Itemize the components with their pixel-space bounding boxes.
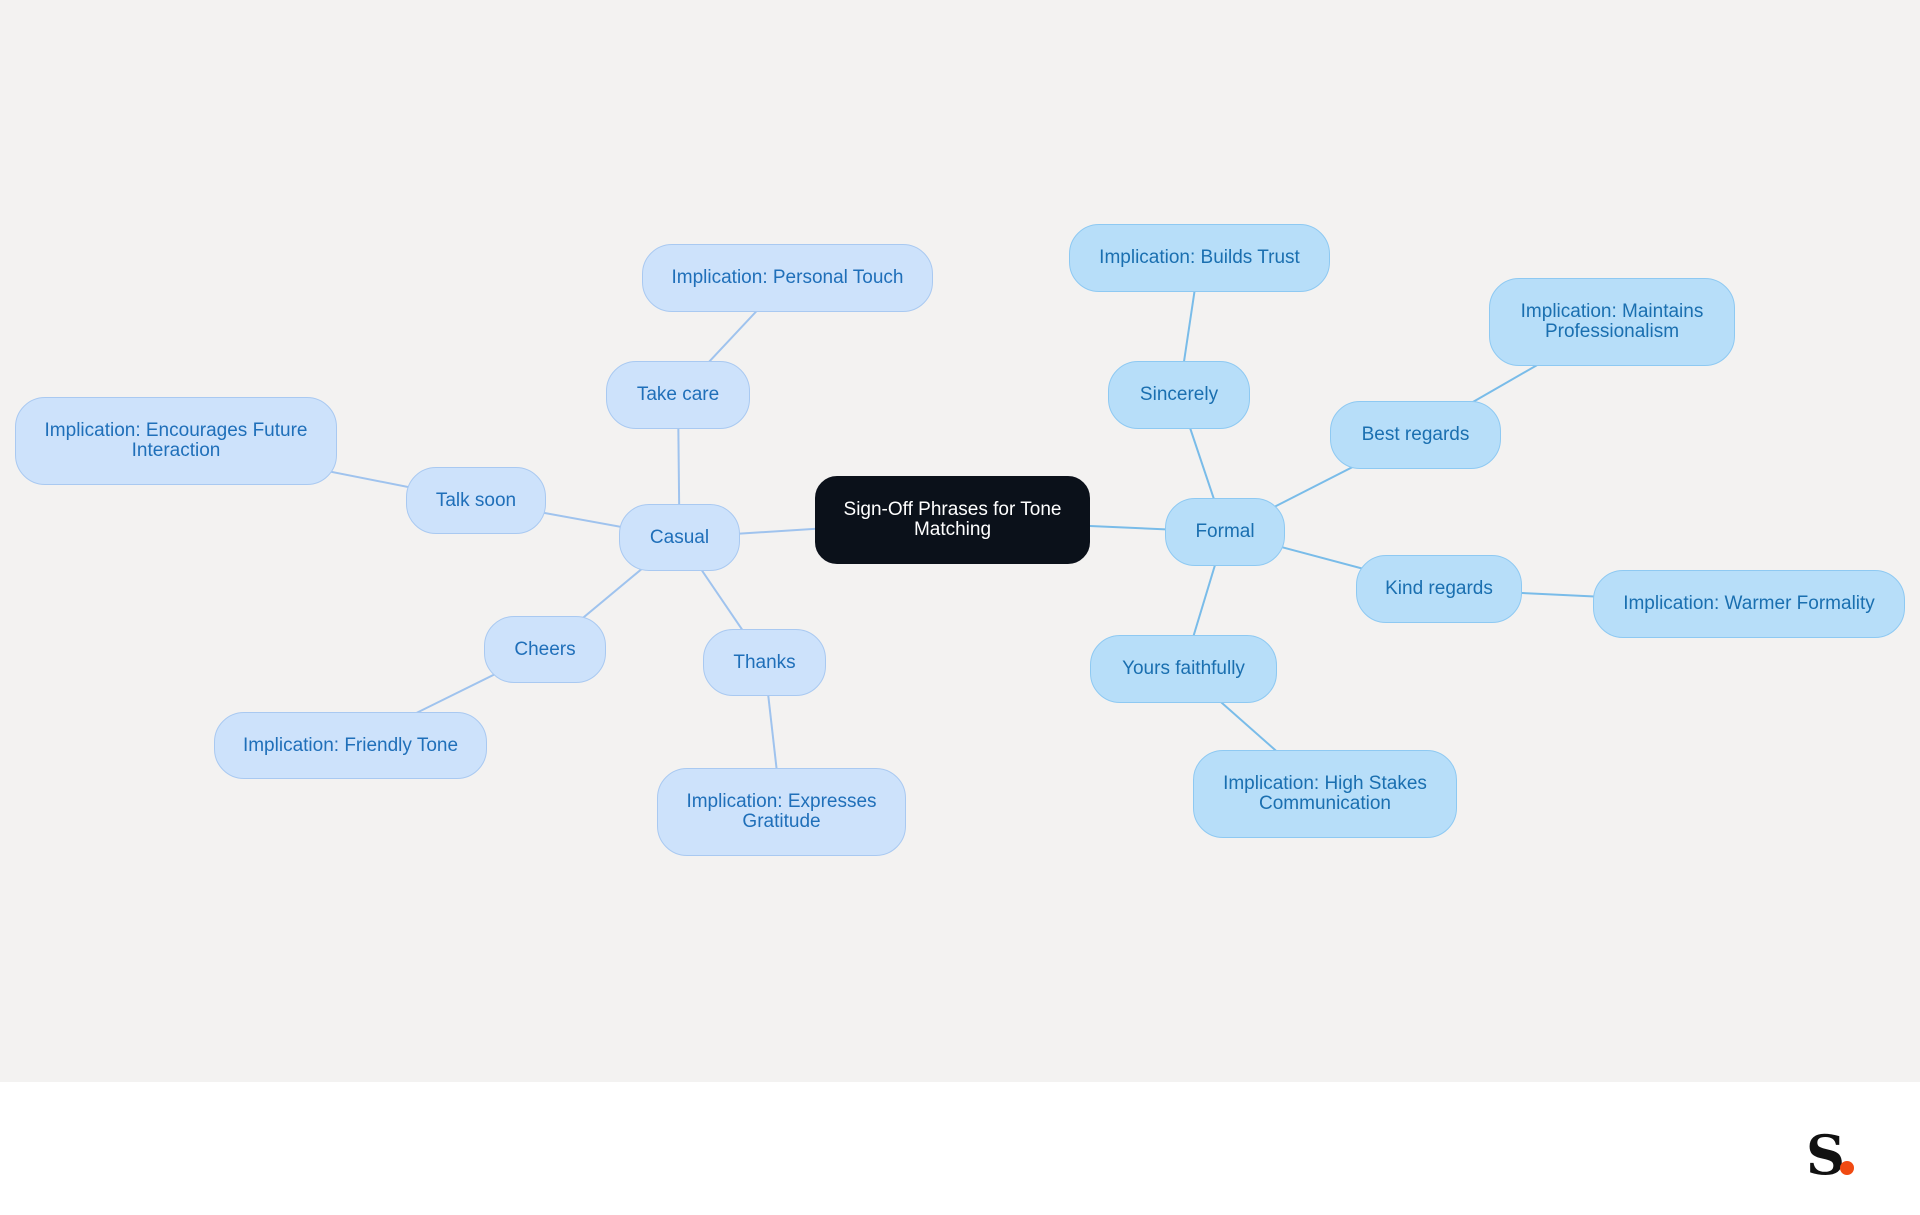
phrase-label: Cheers <box>514 638 576 660</box>
implication-node-expresses-gratitude[interactable]: Implication: Expresses Gratitude <box>657 768 906 856</box>
phrase-label: Yours faithfully <box>1122 658 1245 679</box>
implication-label: Implication: High Stakes Communication <box>1223 773 1427 814</box>
phrase-label: Kind regards <box>1385 578 1493 599</box>
implication-label: Implication: Personal Touch <box>671 267 904 288</box>
branch-node-casual[interactable]: Casual <box>619 504 740 571</box>
implication-node-personal-touch[interactable]: Implication: Personal Touch <box>642 244 933 312</box>
logo-dot-icon <box>1840 1161 1854 1175</box>
branch-label-casual: Casual <box>649 526 710 548</box>
implication-label: Implication: Encourages Future Interacti… <box>44 420 308 461</box>
branch-node-formal[interactable]: Formal <box>1165 498 1285 566</box>
phrase-node-talk-soon[interactable]: Talk soon <box>406 467 546 534</box>
phrase-node-sincerely[interactable]: Sincerely <box>1108 361 1250 429</box>
implication-label: Implication: Builds Trust <box>1099 247 1300 268</box>
root-label: Sign-Off Phrases for Tone Matching <box>843 499 1062 540</box>
implication-node-encourages-future-interaction[interactable]: Implication: Encourages Future Interacti… <box>15 397 337 485</box>
implication-node-high-stakes-communication[interactable]: Implication: High Stakes Communication <box>1193 750 1457 838</box>
phrase-node-cheers[interactable]: Cheers <box>484 616 606 683</box>
mindmap-canvas: Sign-Off Phrases for Tone Matching Casua… <box>0 0 1920 1082</box>
phrase-node-best-regards[interactable]: Best regards <box>1330 401 1501 469</box>
phrase-node-thanks[interactable]: Thanks <box>703 629 826 696</box>
phrase-node-kind-regards[interactable]: Kind regards <box>1356 555 1522 623</box>
implication-label: Implication: Friendly Tone <box>242 734 459 756</box>
phrase-node-take-care[interactable]: Take care <box>606 361 750 429</box>
logo-letter: S <box>1806 1123 1845 1187</box>
phrase-label: Sincerely <box>1139 384 1219 405</box>
phrase-label: Talk soon <box>435 489 517 511</box>
implication-label: Implication: Expresses Gratitude <box>686 791 877 832</box>
implication-node-friendly-tone[interactable]: Implication: Friendly Tone <box>214 712 487 779</box>
root-node[interactable]: Sign-Off Phrases for Tone Matching <box>815 476 1090 564</box>
footer-bar <box>0 1082 1920 1215</box>
implication-node-warmer-formality[interactable]: Implication: Warmer Formality <box>1593 570 1905 638</box>
implication-node-maintains-professionalism[interactable]: Implication: Maintains Professionalism <box>1489 278 1735 366</box>
implication-node-builds-trust[interactable]: Implication: Builds Trust <box>1069 224 1330 292</box>
phrase-node-yours-faithfully[interactable]: Yours faithfully <box>1090 635 1277 703</box>
implication-label: Implication: Maintains Professionalism <box>1520 301 1704 342</box>
brand-logo: S <box>1806 1127 1866 1183</box>
phrase-label: Thanks <box>733 651 796 673</box>
implication-label: Implication: Warmer Formality <box>1623 593 1875 614</box>
phrase-label: Take care <box>636 384 720 405</box>
branch-label-formal: Formal <box>1195 521 1255 542</box>
phrase-label: Best regards <box>1361 424 1470 445</box>
